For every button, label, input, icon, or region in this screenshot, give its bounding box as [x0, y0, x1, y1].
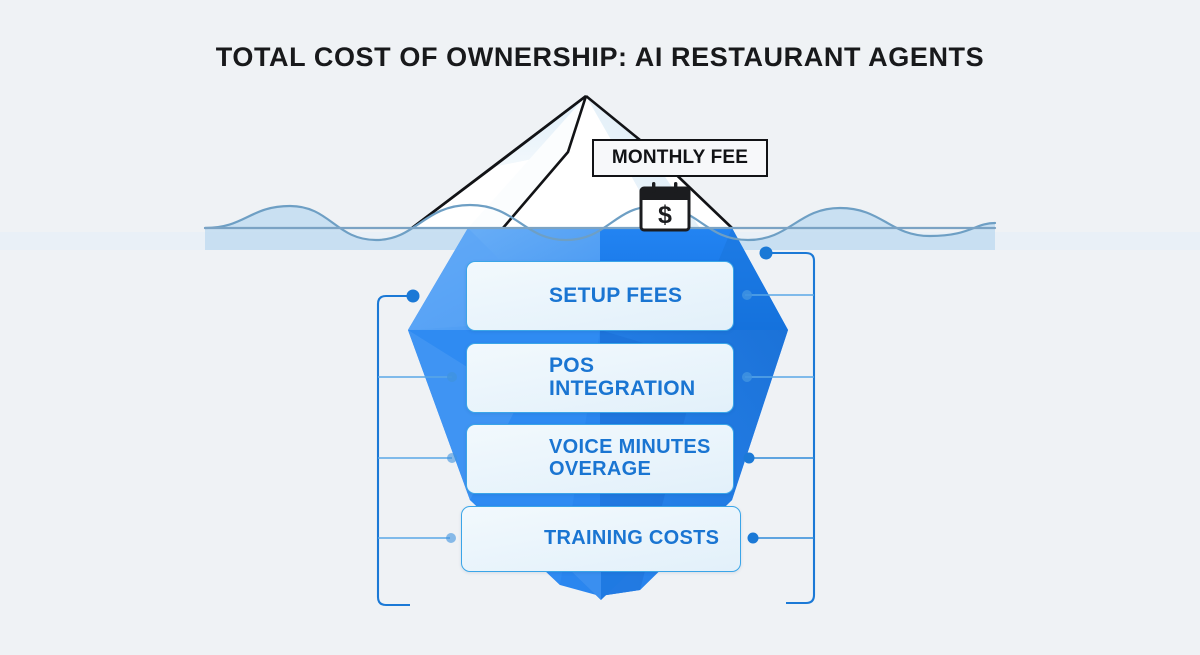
cost-item-voice-minutes-overage[interactable]: VOICE MINUTES OVERAGE [466, 424, 734, 494]
monthly-fee-callout[interactable]: MONTHLY FEE [592, 139, 768, 177]
connector-dots [406, 246, 773, 544]
monthly-fee-label: MONTHLY FEE [611, 147, 749, 168]
gear-arrow-up-icon-slot [481, 270, 539, 322]
cost-item-label: SETUP FEES [549, 283, 683, 307]
connector-lines [376, 251, 816, 607]
cost-item-setup-fees[interactable]: SETUP FEES [466, 261, 734, 331]
sync-cash-register-icon-slot [481, 352, 539, 404]
waterline [203, 203, 997, 242]
cost-item-label: TRAINING COSTS [544, 527, 720, 550]
people-chat-icon-slot [476, 513, 534, 565]
cost-item-training-costs[interactable]: TRAINING COSTS [461, 506, 741, 572]
microphone-clock-warning-icon-slot [481, 433, 539, 485]
cost-item-label: POS INTEGRATION [549, 354, 696, 400]
cost-item-pos-integration[interactable]: POS INTEGRATION [466, 343, 734, 413]
page-title: TOTAL COST OF OWNERSHIP: AI RESTAURANT A… [215, 42, 985, 72]
cost-item-label: VOICE MINUTES OVERAGE [549, 436, 711, 480]
calendar-dollar-icon: $ [639, 182, 691, 232]
svg-text:$: $ [658, 201, 672, 229]
